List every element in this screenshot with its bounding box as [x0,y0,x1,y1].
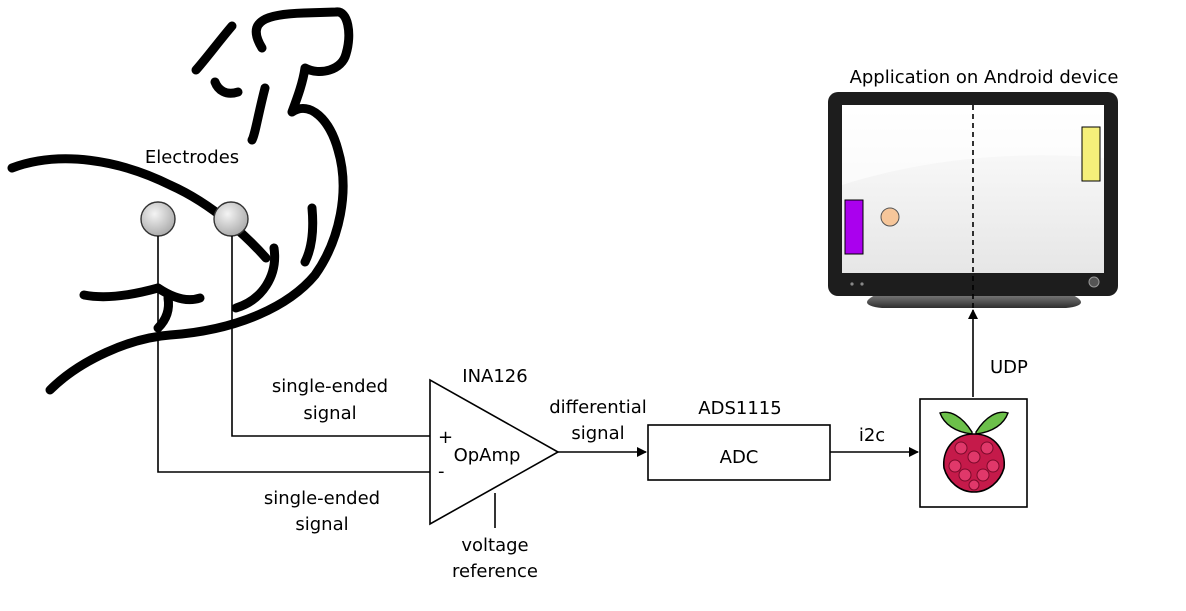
app-title: Application on Android device [850,67,1119,88]
ina126-label: INA126 [462,366,527,387]
udp-label: UDP [990,357,1028,378]
ads1115-label: ADS1115 [698,398,781,419]
opamp-label: OpAmp [454,445,521,466]
adc-label: ADC [720,447,759,468]
signal-top-label-line1: single-ended [272,376,388,397]
adc-box [647,424,831,481]
raspberry-pi-icon [939,411,1009,493]
plus-input-wire [231,236,430,437]
tablet-screen-icon [828,92,1118,308]
voltage-reference-label-line2: reference [452,561,538,582]
tablet-button [1088,276,1100,288]
right-paddle [1081,126,1101,182]
signal-bottom-label-line1: single-ended [264,488,380,509]
electrode-right [213,201,249,237]
signal-top-label-line2: signal [303,403,356,424]
left-paddle [844,199,864,255]
minus-input-wire [157,236,430,473]
pong-ball [880,207,900,227]
signal-bottom-label-line2: signal [295,514,348,535]
differential-label-line1: differential [549,397,646,418]
opamp-triangle [429,378,560,526]
electrodes-label: Electrodes [145,147,239,168]
flexed-arm-icon [7,7,354,395]
opamp-minus-label: - [438,461,445,482]
opamp-plus-label: + [438,427,453,448]
voltage-reference-label-line1: voltage [461,535,528,556]
i2c-label: i2c [859,425,885,446]
differential-label-line2: signal [571,423,624,444]
electrode-left [140,201,176,237]
